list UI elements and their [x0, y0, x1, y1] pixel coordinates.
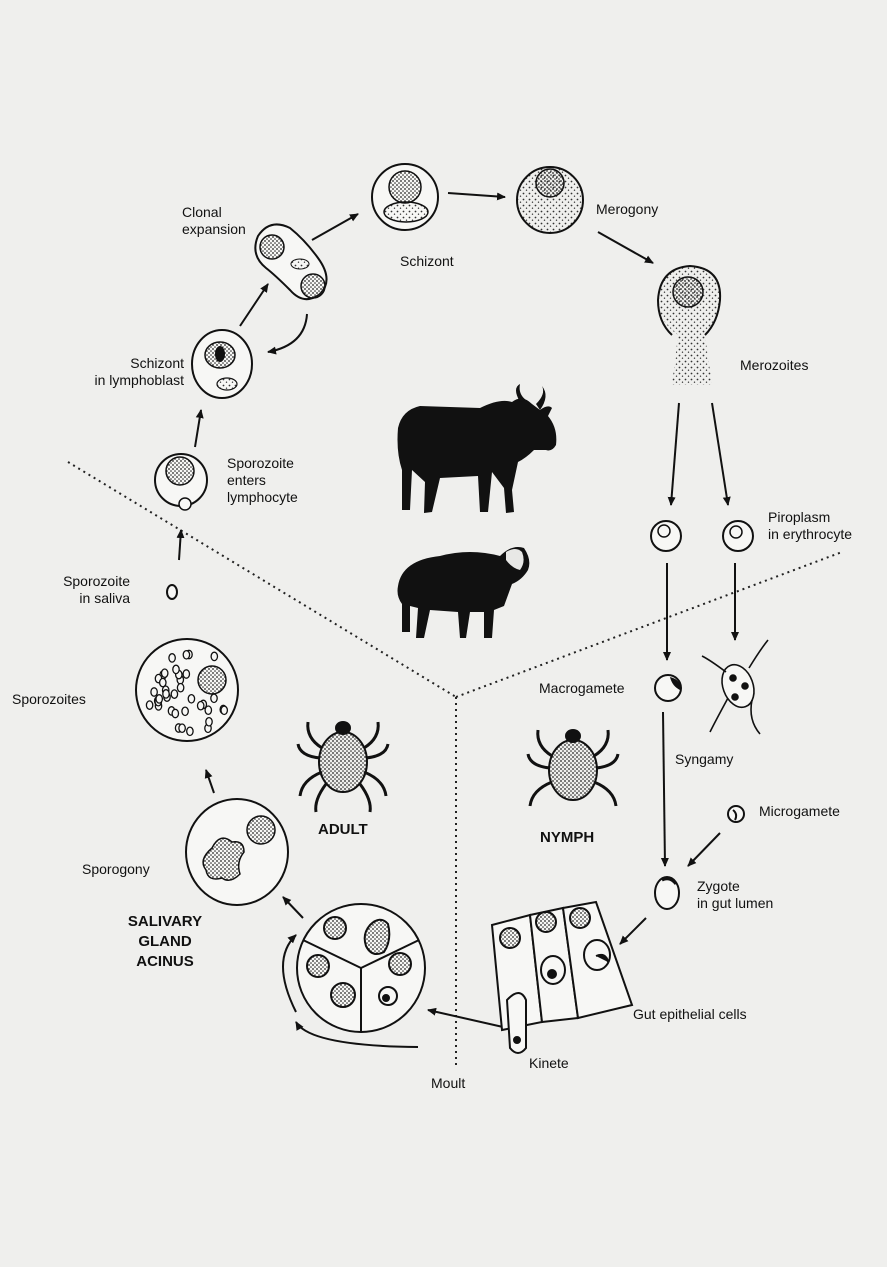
- label-kinete: Kinete: [529, 1055, 569, 1072]
- label-moult: Moult: [431, 1075, 465, 1092]
- label-macrogamete: Macrogamete: [539, 680, 625, 697]
- sporozoite-dot: [187, 727, 193, 735]
- sporozoite-dot: [163, 690, 169, 698]
- label-clonal-expansion: Clonal expansion: [182, 204, 246, 238]
- label-schizont: Schizont: [400, 253, 454, 270]
- sporozoite-dot: [169, 654, 175, 662]
- label-merogony: Merogony: [596, 201, 658, 218]
- microgamete-cell: [728, 806, 744, 822]
- label-sporozoite-enters-lymphocyte: Sporozoite enters lymphocyte: [227, 455, 298, 506]
- sporozoite-dot: [183, 670, 189, 678]
- gut-epithelial-cells: [492, 902, 632, 1053]
- piroplasm-cells: [651, 521, 753, 551]
- merozoites-cell: [658, 266, 720, 385]
- sporogony-cell: [186, 799, 288, 905]
- label-merozoites: Merozoites: [740, 357, 808, 374]
- sporozoite-dot: [206, 718, 212, 726]
- label-sporozoite-saliva: Sporozoite in saliva: [30, 573, 130, 607]
- cattle-icon: [398, 384, 557, 513]
- sporozoite-dot: [211, 694, 217, 702]
- sporozoite-dot: [177, 684, 183, 692]
- sporozoite-dot: [151, 688, 157, 696]
- cycle-arrows: [179, 193, 735, 1047]
- sporozoite-dot: [205, 706, 211, 714]
- schizont-lymphoblast-cell: [192, 330, 252, 398]
- sporozoite-dot: [179, 724, 185, 732]
- label-piroplasm: Piroplasm in erythrocyte: [768, 509, 852, 543]
- salivary-gland-acinus: [297, 904, 425, 1032]
- sporozoite-lymphocyte-cell: [155, 454, 207, 510]
- nymph-tick-icon: [528, 729, 618, 806]
- label-microgamete: Microgamete: [759, 803, 840, 820]
- sporozoite-dot: [211, 652, 217, 660]
- sporozoite-dot: [198, 702, 204, 710]
- sporozoite-dot: [173, 665, 179, 673]
- adult-tick-icon: [298, 721, 388, 812]
- zygote-cell: [655, 877, 679, 909]
- label-zygote: Zygote in gut lumen: [697, 878, 773, 912]
- label-syngamy: Syngamy: [675, 751, 733, 768]
- label-schizont-lymphoblast: Schizont in lymphoblast: [70, 355, 184, 389]
- sporozoites-cell: [136, 639, 238, 741]
- label-nymph: NYMPH: [540, 828, 594, 848]
- label-salivary-gland-acinus: SALIVARY GLAND ACINUS: [110, 912, 220, 972]
- sporozoite-dot: [160, 678, 166, 686]
- label-sporogony: Sporogony: [82, 861, 150, 878]
- sporozoite-dot: [221, 706, 227, 714]
- sporozoite-dot: [183, 651, 189, 659]
- label-adult: ADULT: [318, 820, 368, 840]
- schizont-cell: [372, 164, 438, 230]
- sporozoite-dot: [171, 690, 177, 698]
- macrogamete-cell: [655, 675, 681, 701]
- sporozoite-dot: [156, 695, 162, 703]
- sporozoite-dot: [172, 709, 178, 717]
- label-gut-epithelial-cells: Gut epithelial cells: [633, 1006, 747, 1023]
- sporozoite-dot: [188, 695, 194, 703]
- merogony-cell: [517, 167, 583, 233]
- sporozoite-saliva: [167, 585, 177, 599]
- sporozoite-dot: [162, 669, 168, 677]
- sporozoite-dot: [182, 707, 188, 715]
- microgamete-branched-cell: [702, 640, 768, 734]
- label-sporozoites: Sporozoites: [12, 691, 86, 708]
- sporozoite-dot: [146, 701, 152, 709]
